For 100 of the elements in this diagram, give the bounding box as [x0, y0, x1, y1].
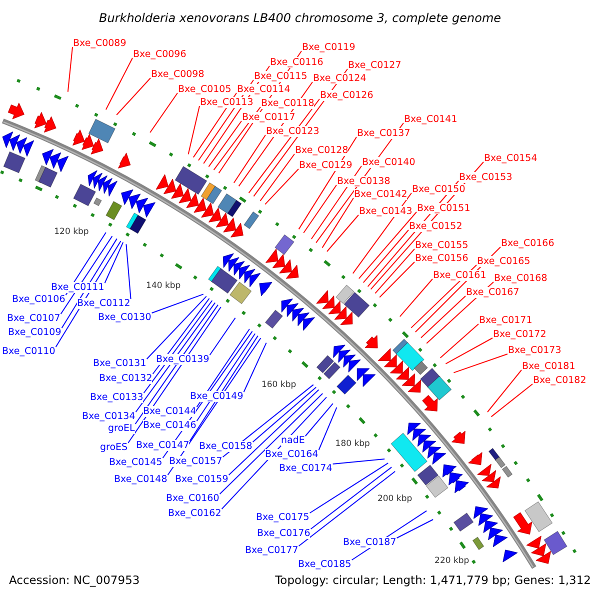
gene-label: Bxe_C0156 — [415, 252, 468, 264]
gene-label: groES — [100, 442, 128, 452]
gene-label: Bxe_C0168 — [494, 272, 548, 284]
gene-label: Bxe_C0129 — [299, 160, 352, 170]
leader-line — [309, 462, 389, 514]
gene-label: Bxe_C0134 — [82, 410, 136, 422]
gene-label: Bxe_C0127 — [348, 60, 402, 70]
leader-line — [260, 154, 295, 202]
gene-label: Bxe_C0131 — [93, 358, 146, 368]
gene-label: Bxe_C0140 — [362, 156, 416, 168]
leader-line — [143, 300, 213, 394]
leader-line — [188, 106, 200, 155]
gene-label: Bxe_C0098 — [151, 68, 204, 80]
gene-label: Bxe_C0143 — [359, 206, 412, 216]
gene-label: Bxe_C0149 — [190, 390, 244, 402]
gene-label: Bxe_C0142 — [354, 188, 408, 200]
gene-label: nadE — [281, 434, 305, 446]
gene-label: Bxe_C0159 — [175, 474, 228, 484]
gene-label: Bxe_C0174 — [279, 462, 332, 474]
gene-label: Bxe_C0166 — [501, 238, 554, 248]
scale-label: 180 kbp — [335, 439, 370, 450]
gene-label: Bxe_C0128 — [295, 144, 348, 156]
leader-line — [248, 98, 320, 194]
gene-label: Bxe_C0115 — [254, 70, 308, 82]
scale-label: 220 kbp — [434, 556, 470, 566]
gene-label: Bxe_C0173 — [508, 344, 562, 356]
gene-label: Bxe_C0175 — [256, 512, 310, 522]
scale-label: 200 kbp — [377, 494, 412, 504]
gene-label: Bxe_C0114 — [237, 84, 290, 94]
leader-line — [379, 262, 415, 298]
leader-line — [358, 212, 417, 280]
gene-label: groEL — [108, 422, 135, 434]
leader-line — [420, 296, 466, 338]
leader-line — [362, 230, 409, 284]
gene-label: Bxe_C0161 — [433, 270, 486, 280]
gene-label: Bxe_C0124 — [313, 72, 366, 84]
gene-label: Bxe_C0154 — [484, 152, 538, 164]
gene-label: Bxe_C0109 — [8, 326, 62, 338]
gene-label: Bxe_C0157 — [169, 456, 222, 466]
gene-label: Bxe_C0096 — [133, 48, 186, 60]
gene-label: Bxe_C0139 — [156, 354, 210, 364]
leader-line — [116, 78, 151, 116]
gene-label: Bxe_C0112 — [77, 298, 130, 308]
leader-line — [326, 214, 359, 252]
leader-line — [228, 389, 320, 476]
gene-label: Bxe_C0119 — [302, 42, 356, 52]
gene-label: Bxe_C0167 — [466, 286, 520, 298]
gene-label: Bxe_C0165 — [477, 256, 530, 266]
gene-label: Bxe_C0187 — [343, 536, 396, 548]
leader-line — [352, 192, 412, 274]
gene-label: Bxe_C0185 — [298, 558, 352, 570]
gene-label: Bxe_C0162 — [168, 508, 222, 518]
gene-label: Bxe_C0151 — [417, 202, 470, 214]
leader-line — [146, 296, 207, 360]
gene-label: Bxe_C0147 — [136, 440, 190, 450]
gene-label: Bxe_C0106 — [12, 294, 66, 304]
leader-line — [189, 335, 258, 442]
gene-label: Bxe_C0141 — [404, 114, 458, 124]
gene-label: Bxe_C0160 — [166, 492, 220, 504]
leader-line — [374, 248, 415, 294]
leader-line — [298, 470, 396, 546]
gene-label: Bxe_C0117 — [242, 112, 296, 122]
leader-line — [445, 338, 493, 364]
gene-label: Bxe_C0138 — [337, 176, 390, 186]
leader-line — [126, 244, 132, 300]
leader-line — [440, 324, 479, 358]
leader-line — [209, 317, 236, 356]
gene-label: Bxe_C0133 — [90, 392, 144, 402]
gene-label: Bxe_C0105 — [178, 84, 232, 94]
leader-line — [322, 198, 354, 248]
gene-label: Bxe_C0132 — [99, 372, 152, 384]
leader-line — [243, 342, 267, 392]
leader-line — [399, 278, 433, 318]
gene-label: Bxe_C0153 — [459, 172, 512, 182]
leader-line — [396, 519, 434, 538]
leader-line — [318, 406, 338, 450]
genome-stats-label: Topology: circular; Length: 1,471,779 bp; Genes: 1,312 — [275, 573, 591, 587]
leader-line — [221, 396, 327, 510]
leader-line — [104, 242, 124, 284]
gene-label: Bxe_C0181 — [522, 360, 576, 372]
accession-label: Accession: NC_007953 — [9, 573, 140, 587]
scale-label: 120 kbp — [54, 227, 89, 238]
gene-label: Bxe_C0144 — [143, 406, 196, 416]
gene-label: Bxe_C0146 — [143, 420, 196, 430]
gene-label: Bxe_C0110 — [2, 346, 56, 356]
gene-label: Bxe_C0113 — [200, 96, 254, 108]
gene-label: Bxe_C0155 — [415, 240, 468, 250]
leader-line — [233, 134, 266, 184]
leader-line — [60, 236, 113, 314]
leader-line — [332, 458, 386, 464]
gene-label: Bxe_C0182 — [533, 374, 586, 386]
leader-line — [67, 46, 73, 92]
leader-line — [490, 384, 533, 418]
gene-label: Bxe_C0089 — [73, 38, 126, 48]
gene-label: Bxe_C0111 — [51, 282, 104, 292]
gene-label: Bxe_C0145 — [109, 456, 162, 468]
gene-label: Bxe_C0107 — [7, 312, 60, 324]
leader-line — [304, 403, 334, 436]
leader-line — [310, 466, 392, 530]
leader-line — [487, 370, 522, 412]
